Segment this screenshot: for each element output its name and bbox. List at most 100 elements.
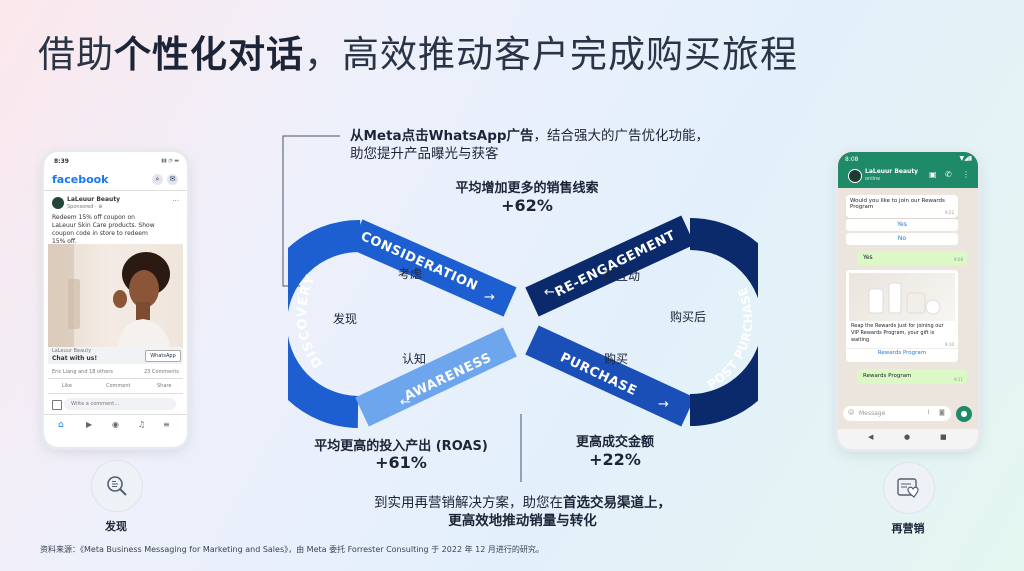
message-time: 9:22 (945, 210, 954, 215)
reactions-count[interactable]: Eric Liang and 18 others (52, 369, 113, 375)
message-time: 9:10 (945, 342, 954, 347)
customer-journey-loop: DISCOVERY CONSIDERATION AWARENESS RE-ENG… (288, 215, 758, 428)
sent-message-yes: Yes 9:08 (857, 251, 967, 265)
page-name[interactable]: LaLeuur Beauty (67, 196, 121, 203)
segment-post-purchase (689, 218, 758, 426)
stat-deal-value: +22% (589, 450, 641, 469)
cn-label-consider: 考虑 (398, 267, 422, 281)
source-footnote: 资料来源：《Meta Business Messaging for Market… (40, 545, 544, 554)
status-time: 8:08 (845, 156, 859, 163)
whatsapp-phone-mockup: 8:08 ▼◢▮ LaLeuur Beauty online ▣ ✆ ⋮ Wou… (838, 152, 978, 449)
home-icon[interactable]: ● (904, 433, 911, 441)
recents-icon[interactable]: ■ (940, 433, 947, 441)
reply-yes-button[interactable]: Yes (846, 219, 958, 231)
message-time: 9:08 (954, 257, 963, 262)
message-input[interactable]: ☺ Message ⌇ ◙ (843, 406, 951, 421)
reply-no-button[interactable]: No (846, 233, 958, 245)
reply-no-label: No (897, 235, 907, 242)
contact-name[interactable]: LaLeuur Beauty (865, 168, 919, 175)
segment-discovery (288, 219, 361, 428)
facebook-phone-mockup: 8:39 ▮▮ ◔ ▬ facebook ⌕ ✉ LaLeuur Beauty … (44, 152, 187, 447)
camera-icon[interactable] (52, 400, 62, 410)
annotation-top-line2: 助您提升产品曝光与获客 (350, 146, 499, 162)
remarketing-heart-icon (883, 462, 935, 514)
avatar[interactable] (848, 169, 862, 183)
ad-text: Redeem 15% off coupon on LaLeuur Skin Ca… (52, 214, 155, 245)
signal-icon: ▼◢▮ (959, 155, 972, 162)
cn-label-purchase: 购买 (604, 351, 628, 366)
discovery-search-icon (91, 460, 143, 512)
more-icon[interactable]: ··· (172, 197, 179, 205)
cn-label-aware: 认知 (402, 352, 426, 366)
message-text: Would you like to join our Rewards Progr… (850, 198, 945, 210)
message-placeholder: Message (859, 410, 886, 417)
stat-leads-label: 平均增加更多的销售线索 (455, 181, 599, 196)
signal-icon: ▮▮ ◔ ▬ (161, 158, 179, 164)
comment-input[interactable]: Write a comment... (64, 398, 176, 410)
annotation-bottom-line1: 到实用再营销解决方案，助您在首选交易渠道上， (374, 495, 671, 511)
whatsapp-cta-label: WhatsApp (150, 353, 176, 359)
search-icon[interactable]: ⌕ (152, 174, 163, 185)
store-icon[interactable]: ▣ (929, 170, 937, 179)
message-text: Rewards Program (863, 373, 912, 379)
cta-text: Chat with us! (52, 355, 98, 362)
messenger-icon[interactable]: ✉ (167, 174, 178, 185)
status-time: 8:39 (54, 158, 69, 165)
comment-button[interactable]: Comment (106, 383, 131, 389)
segment-purchase (525, 325, 695, 427)
whatsapp-cta-button[interactable]: WhatsApp (145, 350, 181, 362)
message-text: Yes (863, 254, 873, 261)
message-rewards-card: Reap the Rewards just for joining our VI… (846, 270, 958, 362)
cn-label-reengage: 再互动 (604, 269, 640, 283)
message-time: 9:11 (954, 377, 963, 382)
bell-icon[interactable]: ♫ (138, 420, 146, 429)
marketplace-icon[interactable]: ◉ (112, 420, 119, 429)
arrow-reengagement-icon: ← (544, 285, 555, 300)
page-title: 借助个性化对话，高效推动客户完成购买旅程 (38, 33, 798, 76)
segment-consideration (349, 219, 517, 317)
ad-image[interactable] (48, 244, 183, 347)
label-discovery: DISCOVERY (295, 273, 326, 371)
cta-page-name: LaLeuur Beauty (52, 348, 92, 354)
facebook-logo: facebook (52, 173, 109, 186)
annotation-bottom-line2: 更高效地推动销量与转化 (448, 513, 597, 529)
arrow-purchase-icon: → (658, 397, 669, 412)
segment-awareness (355, 327, 517, 427)
stat-deal-label: 更高成交金额 (575, 435, 654, 450)
share-button[interactable]: Share (157, 383, 172, 389)
reply-yes-label: Yes (897, 221, 907, 228)
home-icon[interactable]: ⌂ (58, 420, 64, 430)
cn-label-discovery: 发现 (333, 311, 357, 326)
menu-icon[interactable]: ≡ (163, 420, 170, 429)
label-consideration: CONSIDERATION (358, 229, 480, 294)
back-icon[interactable]: ◀ (868, 433, 874, 441)
camera-icon[interactable]: ◙ (939, 409, 945, 416)
avatar[interactable] (52, 197, 64, 209)
sponsored-label: Sponsored · ⊕ (67, 204, 103, 210)
stat-leads-value: +62% (501, 196, 553, 215)
message-text: Reap the Rewards just for joining our VI… (851, 323, 944, 343)
sent-message-rewards: Rewards Program 9:11 (857, 369, 967, 384)
attach-icon[interactable]: ⌇ (927, 409, 930, 416)
icon-label-discovery: 发现 (105, 520, 127, 533)
arrow-awareness-icon: ← (400, 395, 411, 410)
emoji-icon[interactable]: ☺ (848, 409, 855, 416)
icon-label-remarketing: 再营销 (891, 522, 925, 535)
contact-status: online (865, 176, 881, 182)
call-icon[interactable]: ✆ (945, 170, 952, 179)
annotation-top-line1: 从Meta点击WhatsApp广告，结合强大的广告优化功能， (350, 128, 710, 144)
mic-icon[interactable]: ● (956, 406, 972, 422)
rewards-program-link[interactable]: Rewards Program (877, 350, 927, 356)
stat-roas-value: +61% (375, 453, 427, 472)
comment-placeholder: Write a comment... (71, 401, 119, 407)
cn-label-post: 购买后 (670, 309, 706, 324)
comments-count[interactable]: 23 Comments (143, 369, 179, 375)
more-icon[interactable]: ⋮ (962, 170, 970, 179)
product-image[interactable] (849, 273, 955, 321)
arrow-consideration-icon: → (484, 290, 495, 305)
video-icon[interactable]: ▶ (86, 420, 93, 429)
like-button[interactable]: Like (62, 383, 72, 389)
message-rewards-invite: Would you like to join our Rewards Progr… (846, 195, 958, 218)
stat-roas-label: 平均更高的投入产出 (ROAS) (314, 439, 488, 454)
label-reengagement: RE-ENGAGEMENT (553, 228, 678, 300)
